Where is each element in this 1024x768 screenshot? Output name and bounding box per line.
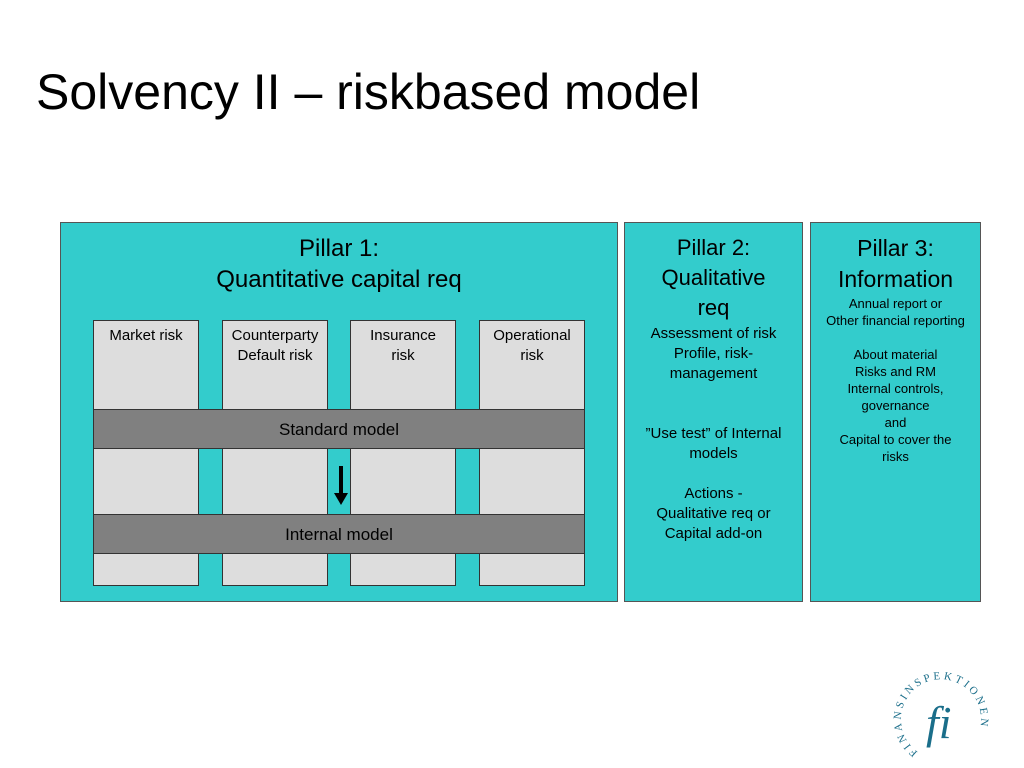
pillar-2-panel: Pillar 2: Qualitative req Assessment of …: [624, 222, 803, 602]
body-text: Actions -: [684, 485, 743, 502]
body-text: Other financial reporting: [826, 313, 965, 328]
pillar-2-title-line: Qualitative: [661, 265, 766, 290]
column-label: Market risk: [109, 327, 183, 344]
body-text: Qualitative req or: [656, 505, 771, 522]
down-arrow-icon: [339, 466, 343, 494]
body-text: About material: [853, 347, 938, 362]
body-text: governance: [861, 398, 930, 413]
body-text: Annual report or: [848, 296, 943, 311]
internal-model-band: Internal model: [93, 514, 585, 554]
slide-title: Solvency II – riskbased model: [36, 64, 701, 120]
pillar-3-title: Pillar 3: Information: [811, 233, 980, 295]
pillar-1-title-line1: Pillar 1:: [298, 235, 380, 262]
body-text: Capital add-on: [664, 525, 763, 542]
column-label: Counterparty: [231, 327, 319, 344]
column-label: Default risk: [237, 347, 313, 364]
body-text: management: [669, 365, 758, 382]
pillar-1-title-line2: Quantitative capital req: [216, 266, 462, 293]
body-text: Capital to cover the: [839, 432, 952, 447]
column-label: Insurance: [370, 327, 436, 344]
body-text: models: [689, 445, 738, 462]
column-label: risk: [520, 347, 544, 364]
pillar-2-title-line: req: [697, 295, 730, 320]
pillar-3-body: Annual report or Other financial reporti…: [813, 295, 978, 465]
standard-model-band: Standard model: [93, 409, 585, 449]
pillar-1-title: Pillar 1: Quantitative capital req: [61, 233, 617, 295]
body-text: Risks and RM: [855, 364, 936, 379]
pillar-1-panel: Pillar 1: Quantitative capital req Marke…: [60, 222, 618, 602]
body-text: Profile, risk-: [673, 345, 754, 362]
body-text: ”Use test” of Internal: [645, 425, 782, 442]
body-text: Internal controls,: [847, 381, 944, 396]
pillar-2-body: Assessment of risk Profile, risk- manage…: [629, 324, 798, 544]
finansinspektionen-logo: FINANSINSPEKTIONEN fi: [892, 670, 988, 759]
pillar-2-title-line: Pillar 2:: [676, 235, 751, 260]
body-text: risks: [882, 449, 909, 464]
pillar-3-panel: Pillar 3: Information Annual report or O…: [810, 222, 981, 602]
column-label: Operational: [493, 327, 571, 344]
pillar-3-title-line: Information: [837, 266, 954, 292]
down-arrow-head-icon: [334, 493, 348, 505]
logo-mark: fi: [926, 697, 952, 748]
column-label: risk: [391, 347, 415, 364]
pillar-3-title-line: Pillar 3:: [857, 235, 934, 261]
body-text: Assessment of risk: [650, 325, 777, 342]
body-text: and: [884, 415, 907, 430]
pillar-2-title: Pillar 2: Qualitative req: [625, 233, 802, 323]
